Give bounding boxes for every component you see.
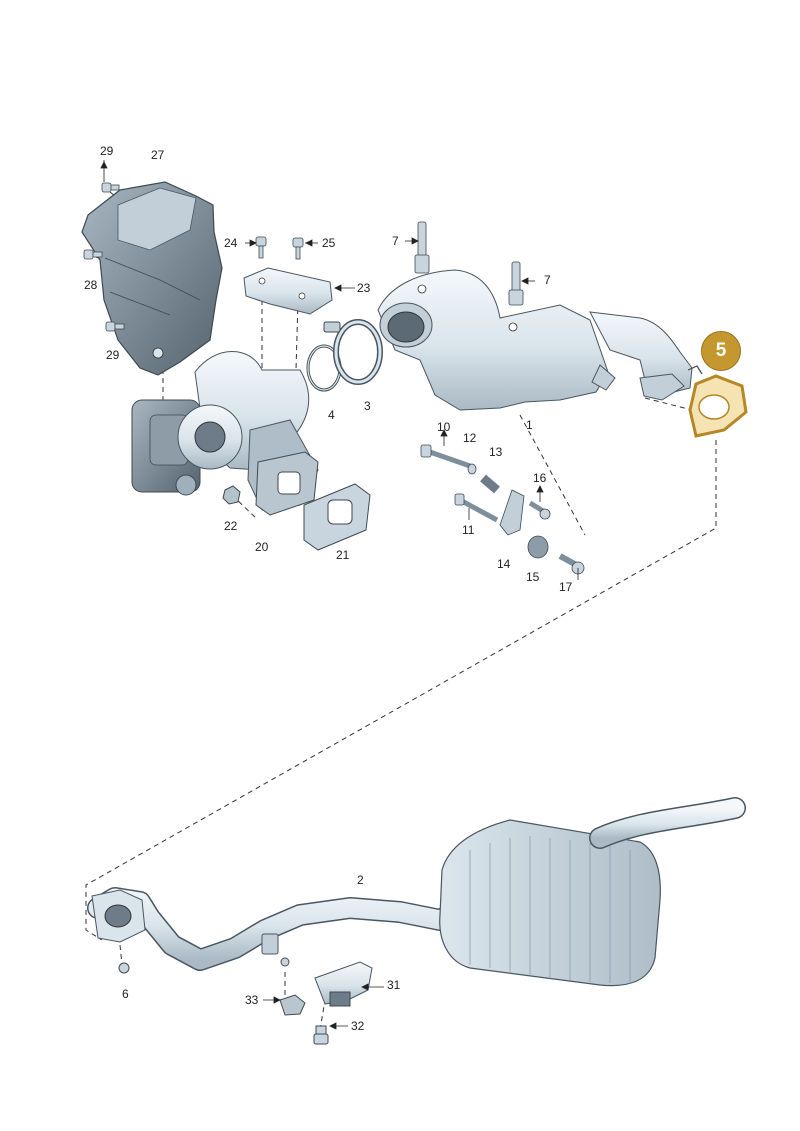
label-16: 16	[533, 471, 547, 485]
label-6: 6	[122, 987, 129, 1001]
label-22: 22	[224, 519, 238, 533]
label-11: 11	[462, 523, 475, 537]
label-7-left: 7	[392, 234, 399, 248]
label-10: 10	[437, 420, 451, 434]
label-1: 1	[526, 418, 533, 432]
label-4: 4	[328, 408, 335, 422]
exhaust-pipe-with-silencer	[87, 797, 746, 987]
label-2: 2	[357, 873, 364, 887]
label-21: 21	[336, 548, 350, 562]
label-12: 12	[463, 431, 477, 445]
label-25: 25	[322, 236, 336, 250]
label-32: 32	[351, 1019, 365, 1033]
catalytic-converter	[377, 269, 693, 411]
leader-arrows	[100, 160, 579, 1030]
heat-shield	[81, 181, 223, 376]
label-7-right: 7	[544, 273, 551, 287]
label-15: 15	[526, 570, 540, 584]
gasket-20	[255, 451, 319, 516]
label-28: 28	[84, 278, 98, 292]
pipe-hanger	[118, 961, 373, 1045]
oxygen-sensor	[414, 221, 524, 306]
label-24: 24	[224, 236, 238, 250]
bracket-23	[243, 267, 333, 315]
bolt-icons	[83, 182, 304, 332]
mounting-hardware	[420, 444, 585, 575]
gasket-5-highlighted	[687, 365, 748, 438]
label-13: 13	[489, 445, 503, 459]
label-20: 20	[255, 540, 269, 554]
label-23: 23	[357, 281, 371, 295]
highlighted-part-callout: 5	[701, 331, 741, 371]
label-17: 17	[559, 580, 573, 594]
label-3: 3	[364, 399, 371, 413]
label-31: 31	[387, 978, 401, 992]
label-33: 33	[245, 993, 259, 1007]
label-27: 27	[151, 148, 165, 162]
gasket-21	[303, 483, 371, 551]
nut-22	[222, 485, 241, 505]
label-29-top: 29	[100, 144, 114, 158]
label-14: 14	[497, 557, 511, 571]
label-29-bottom: 29	[106, 348, 120, 362]
v-clamp	[323, 319, 383, 385]
